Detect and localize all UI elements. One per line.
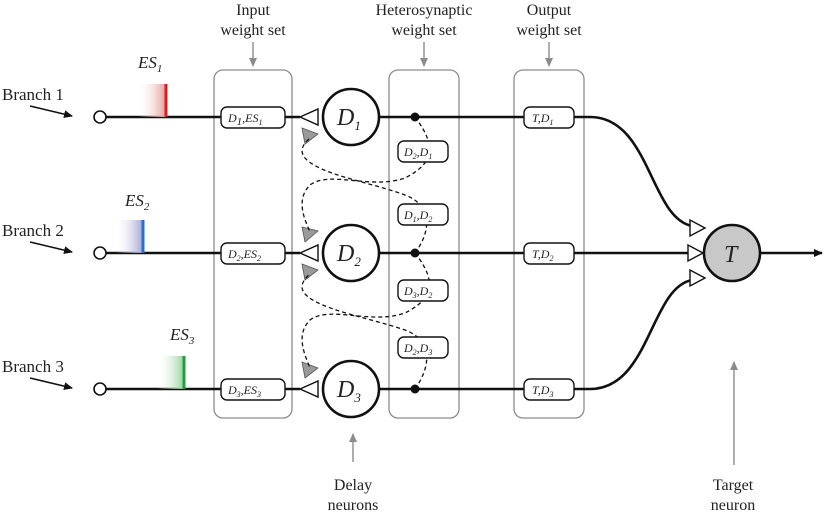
hetero-set-title-line2: weight set [391, 22, 457, 39]
es-3-label: ES3 [169, 325, 195, 347]
output-weight-set-box [513, 69, 585, 419]
hetero-node-1 [410, 112, 420, 122]
synapse-target-1 [689, 218, 707, 238]
delay-neurons-label-line1: Delay [334, 477, 372, 494]
svg-text:T,D2: T,D2 [532, 247, 553, 263]
svg-text:D2: D2 [336, 241, 361, 269]
output-weight-t-d3: T,D3 [523, 378, 575, 401]
delay-neuron-3: D3 [321, 359, 381, 419]
es-1-gradient [138, 84, 165, 117]
hetero-dash-d2-to-d3 [301, 252, 431, 369]
svg-text:T,D1: T,D1 [532, 111, 553, 127]
hetero-set-title-line1: Heterosynaptic [376, 2, 473, 19]
d3-output-wire [379, 278, 693, 391]
hetero-synapse-4 [301, 361, 319, 379]
delay-neurons-label-line2: neurons [328, 497, 379, 514]
target-neuron: T [702, 223, 762, 283]
svg-text:D3,D2: D3,D2 [403, 284, 432, 300]
branch-3-arrow [29, 377, 73, 391]
branch-1-label: Branch 1 [2, 85, 64, 104]
hetero-node-2 [410, 248, 420, 258]
target-neuron-label-line1: Target [713, 477, 754, 494]
svg-text:D2,D1: D2,D1 [403, 145, 432, 161]
synapse-d2-input [298, 243, 319, 263]
svg-text:D1,ES1: D1,ES1 [227, 111, 263, 128]
hetero-dash-d1-to-d2 [301, 116, 431, 233]
branch-2-arrow [29, 241, 73, 255]
branch-2-label: Branch 2 [2, 221, 64, 240]
delay-neuron-2: D2 [321, 223, 381, 283]
target-neuron-label-line2: neuron [711, 497, 755, 514]
hetero-node-3 [410, 384, 420, 394]
delay-neuron-1: D1 [321, 87, 381, 147]
output-weight-t-d2: T,D2 [523, 242, 575, 265]
es-2-gradient [115, 220, 142, 253]
es-1-label: ES1 [137, 53, 162, 75]
svg-text:D1,D2: D1,D2 [403, 208, 432, 224]
synapse-target-2 [687, 243, 705, 263]
hetero-weight-set-box [388, 69, 460, 419]
svg-text:D3,ES3: D3,ES3 [227, 383, 261, 399]
branch-1-input-node [93, 110, 107, 124]
input-weight-2: D2,ES2 [220, 242, 286, 265]
branch-1-arrow [29, 105, 73, 119]
svg-text:T,D3: T,D3 [532, 383, 553, 399]
hetero-weight-d2-d1: D2,D1 [397, 140, 449, 163]
svg-text:D3: D3 [336, 377, 361, 405]
output-weight-t-d1: T,D1 [523, 106, 575, 129]
output-set-title-line2: weight set [516, 22, 582, 39]
branch-3-input-node [93, 382, 107, 396]
synapse-d1-input [298, 107, 319, 127]
svg-text:D1: D1 [336, 105, 361, 133]
synapse-d3-input [298, 379, 319, 399]
hetero-synapse-1 [301, 127, 319, 145]
svg-text:D2,D3: D2,D3 [403, 341, 432, 357]
input-weight-1: D1,ES1 [220, 106, 286, 129]
output-set-title-line1: Output [527, 2, 572, 19]
input-set-title-line2: weight set [220, 22, 286, 39]
hetero-synapse-2 [301, 226, 319, 243]
svg-text:D2,ES2: D2,ES2 [227, 247, 261, 263]
hetero-synapse-3 [301, 263, 319, 281]
hetero-weight-d1-d2: D1,D2 [397, 203, 449, 226]
target-neuron-label: T [724, 242, 739, 268]
branch-3-label: Branch 3 [2, 357, 64, 376]
input-set-title-line1: Input [236, 2, 270, 19]
branch-2-input-node [93, 246, 107, 260]
hetero-weight-d3-d2: D3,D2 [397, 279, 449, 302]
d1-output-wire [379, 115, 693, 228]
input-weight-3: D3,ES3 [220, 378, 286, 401]
hetero-weight-d2-d3: D2,D3 [397, 336, 449, 359]
input-weight-set-box [213, 69, 293, 419]
es-3-gradient [157, 356, 184, 389]
es-2-label: ES2 [124, 191, 150, 213]
synapse-target-3 [689, 268, 707, 288]
